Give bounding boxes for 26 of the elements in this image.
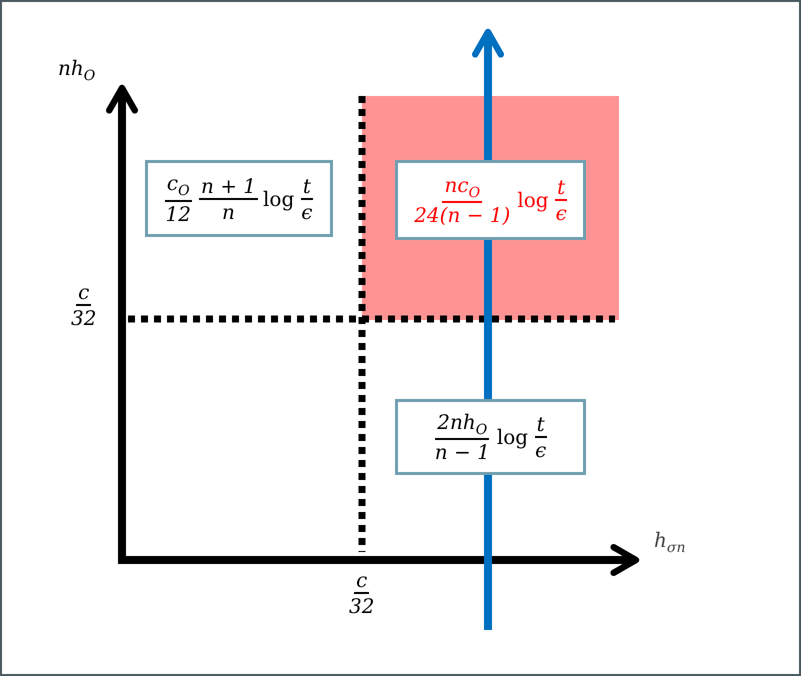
formula-box: [145, 160, 333, 237]
numerator: t: [534, 412, 547, 438]
log-operator: log: [263, 186, 294, 210]
formula-box: [395, 399, 586, 475]
tick-numerator: c: [354, 568, 370, 594]
tick-denominator: 32: [70, 306, 98, 330]
denominator: 24(n − 1): [413, 203, 512, 228]
denominator: ϵ: [300, 200, 314, 224]
axis-label: nh$_{O}$: [58, 56, 96, 84]
numerator: t: [555, 175, 568, 201]
formula-box: [395, 160, 586, 240]
log-operator: log: [517, 188, 549, 212]
numerator: t: [300, 174, 313, 200]
numerator: n + 1: [198, 174, 258, 200]
denominator: ϵ: [534, 438, 548, 462]
log-operator: log: [496, 425, 528, 449]
denominator: ϵ: [554, 201, 568, 225]
tick-numerator: c: [76, 280, 92, 306]
numerator: c$_{O}$: [164, 171, 192, 202]
tick-denominator: 32: [348, 594, 376, 618]
denominator: n − 1: [434, 440, 491, 464]
numerator: 2nh$_{O}$: [435, 410, 490, 440]
denominator: 12: [164, 202, 192, 226]
axis-label: h$_{σn}$: [654, 528, 686, 556]
numerator: nc$_{O}$: [442, 172, 482, 204]
denominator: n: [221, 200, 236, 224]
